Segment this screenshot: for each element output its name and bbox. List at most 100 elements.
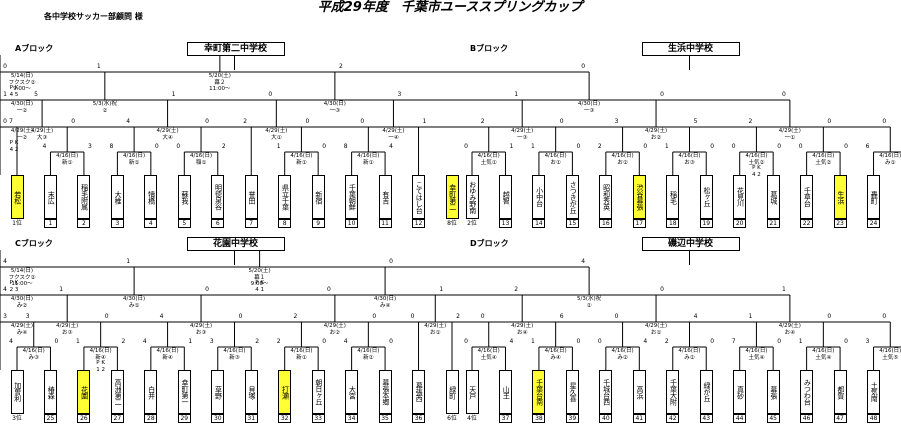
score-right: 0 (576, 338, 581, 345)
team-name-box: 白井 (144, 370, 158, 414)
quarterfinal-match-info: 4/29(土) 一① (778, 128, 801, 141)
score-right: 2 (338, 63, 343, 70)
team-name-box: 千城台西 (599, 370, 613, 414)
score-left: 0 (268, 91, 273, 98)
team-name: 幕張 (769, 385, 778, 399)
team-name-box: 天戸 (465, 370, 479, 414)
team-name-box: 千草台 (800, 175, 814, 219)
team-number: 41 (632, 414, 646, 423)
round1-match-info: 4/16(日) 新③ (223, 348, 246, 361)
score-left: 1 (59, 286, 64, 293)
score-left: 4 (126, 118, 131, 125)
team-name-box: 千葉台南 (532, 370, 546, 414)
team-name: 稲毛 (669, 190, 678, 204)
round1-match-info: 4/16(日) 土気⑤ (879, 348, 901, 361)
team-name-box: 大椎 (110, 175, 124, 219)
seed-rank: 4位 (467, 415, 477, 422)
pk-score: P K 1 2 (96, 360, 106, 373)
team-number: 38 (532, 414, 546, 423)
score-right: 3 (3, 313, 7, 320)
score-right: 0 (3, 118, 7, 125)
score-right: 1 (509, 143, 514, 150)
team-name: 土気南 (870, 382, 879, 402)
team-name: 草野 (214, 385, 223, 399)
score-right: 2 (221, 143, 226, 150)
team-name-box: 轟町 (867, 175, 881, 219)
team-name: 幸町第二 (448, 184, 457, 210)
team-number: 16 (599, 219, 613, 228)
team-number: 47 (833, 414, 847, 423)
team-name: 犢橋 (147, 190, 156, 204)
score-left: 0 (464, 143, 468, 150)
score-right: 1 (188, 338, 193, 345)
score-left: 2 (748, 118, 753, 125)
team-name: 新宿 (314, 190, 323, 204)
team-number: 35 (378, 414, 392, 423)
score-left: 0 (614, 313, 619, 320)
team-name: 葛城 (769, 190, 778, 204)
page-title: 平成29年度 千葉市ユーススプリングカップ (317, 0, 583, 15)
team-name: 稲毛附属 (80, 184, 89, 210)
team-name-box: 千葉大附 (666, 370, 680, 414)
round1-match-info: 4/16(日) 土気④ (745, 348, 768, 361)
team-name: 加曽利 (13, 382, 22, 402)
team-name-box: 葛城 (766, 175, 780, 219)
score-right: 0 (104, 313, 109, 320)
team-name-box: 有吉 (378, 175, 392, 219)
team-name-box: 越智 (498, 175, 512, 219)
score-left: 7 (9, 118, 13, 125)
score-left: 0 (882, 313, 887, 320)
team-name-box: 幕張西 (412, 370, 426, 414)
score-left: 2 (243, 118, 248, 125)
quarterfinal-match-info: 4/29(土) 一③ (511, 128, 534, 141)
score-right: 1 (439, 286, 444, 293)
team-name-box: おゆみ野南 (465, 175, 479, 219)
round1-match-info: 4/16(日) お③ (678, 153, 701, 166)
round1-match-info: 4/16(日) 新① (357, 153, 380, 166)
round1-match-info: 4/16(日) 土気① (477, 153, 500, 166)
score-left: 3 (209, 338, 214, 345)
team-name: 昭和秀英 (602, 184, 611, 210)
score-left: 3 (865, 338, 870, 345)
team-name-box: 土気南 (867, 370, 881, 414)
score-left: 4 (9, 338, 13, 345)
score-right: 5 (693, 118, 698, 125)
semifinal-match-info: 4/30(日) 一② (10, 101, 34, 114)
score-left: 2 (480, 118, 485, 125)
score-right: 0 (660, 286, 664, 293)
champion-name: 生浜中学校 (641, 42, 740, 56)
quarterfinal-match-info: 4/29(土) 一② (10, 128, 34, 141)
score-left: 1 (96, 63, 101, 70)
round1-match-info: 4/16(日) み② (678, 348, 701, 361)
score-left: 0 (464, 338, 468, 345)
team-number: 45 (766, 414, 780, 423)
pk-score: P K 4 5 (9, 85, 19, 98)
score-left: 0 (360, 118, 365, 125)
score-left: 2 (276, 338, 281, 345)
score-right: 0 (322, 143, 327, 150)
team-number: 1 (43, 219, 57, 228)
team-number: 11 (378, 219, 392, 228)
round1-match-info: 4/16(日) お① (544, 153, 567, 166)
team-number: 48 (867, 414, 881, 423)
score-right: 0 (827, 313, 832, 320)
round1-match-info: 4/16(日) み③ (22, 348, 45, 361)
round1-match-info: 4/16(日) 新④ (89, 348, 112, 361)
score-right: 0 (322, 338, 327, 345)
score-left: 1 (781, 286, 786, 293)
score-right: 0 (710, 338, 715, 345)
semifinal-match-info: 4/30(日) 一③ (323, 101, 346, 114)
team-name-box: 蘇我 (177, 175, 191, 219)
team-number: 27 (110, 414, 124, 423)
team-name-box: 末広 (43, 175, 57, 219)
round1-match-info: 4/16(日) 新① (290, 348, 313, 361)
team-name: 天戸 (468, 385, 477, 399)
team-number: 46 (800, 414, 814, 423)
team-name: みつわ台 (803, 379, 812, 405)
quarterfinal-match-info: 4/29(土) お② (323, 323, 346, 336)
team-name: 千草台 (803, 187, 812, 207)
round1-match-info: 4/16(日) 新① (290, 153, 313, 166)
score-right: 0 (71, 118, 76, 125)
team-name: 高浜 (636, 385, 645, 399)
team-name: 渋谷幕張 (636, 184, 645, 210)
